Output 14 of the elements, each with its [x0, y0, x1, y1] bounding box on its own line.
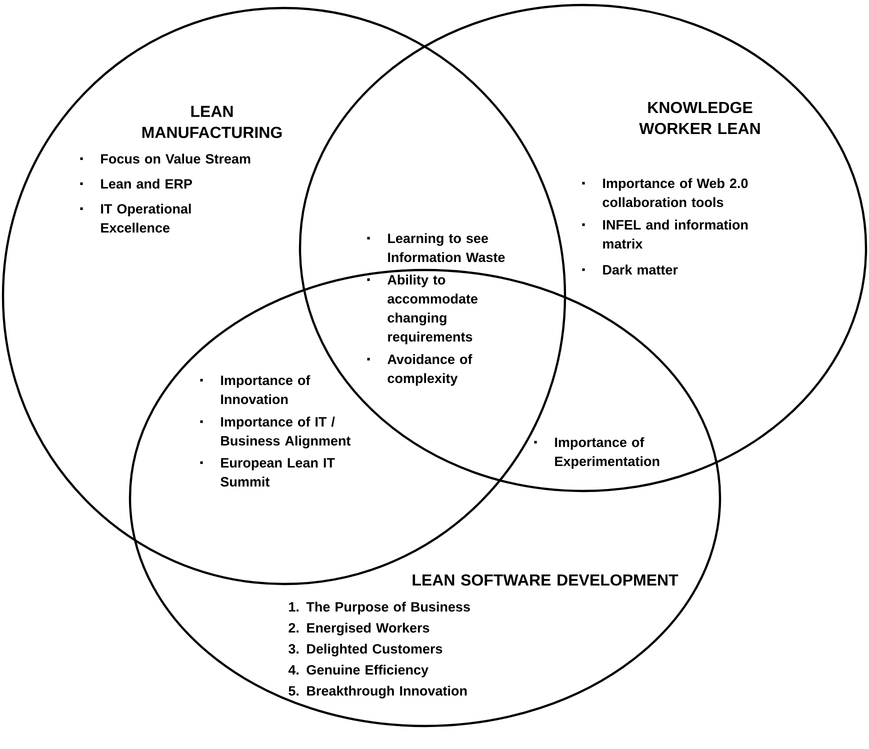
- node-label: 3. Delighted Customers: [288, 644, 442, 656]
- bullet-list: Importance of Experimentation: [534, 437, 660, 469]
- bullet-list: Importance of Web 2.0 collaboration tools INFEL and information matrix Dark matter: [582, 178, 748, 275]
- bullet-list: Focus on Value Stream Lean and ERP IT Operational Excellence: [80, 154, 250, 233]
- heading: LEAN MANUFACTURING: [142, 106, 282, 138]
- heading: KNOWLEDGE WORKER LEAN: [639, 102, 760, 134]
- node-label: 1. The Purpose of Business: [289, 602, 470, 614]
- bullet-list: Importance of Innovation Importance of IT / Business Alignment European Lean IT Summit: [200, 375, 351, 487]
- node-label: 4. Genuine Efficiency: [288, 664, 428, 678]
- node-label: 5. Breakthrough Innovation: [288, 686, 467, 698]
- bullet-list: 1. The Purpose of Business 2. Energised Workers 3. Delighted Customers 4. Genuine Efficiency 5. Breakthrough Innovation: [288, 602, 470, 698]
- heading: LEAN SOFTWARE DEVELOPMENT: [412, 574, 678, 586]
- node-label: 2. Energised Workers: [288, 622, 430, 636]
- bullet-list: Learning to see Information Waste Ability to accommodate changing requirements Avoidance of complexity: [367, 233, 505, 386]
